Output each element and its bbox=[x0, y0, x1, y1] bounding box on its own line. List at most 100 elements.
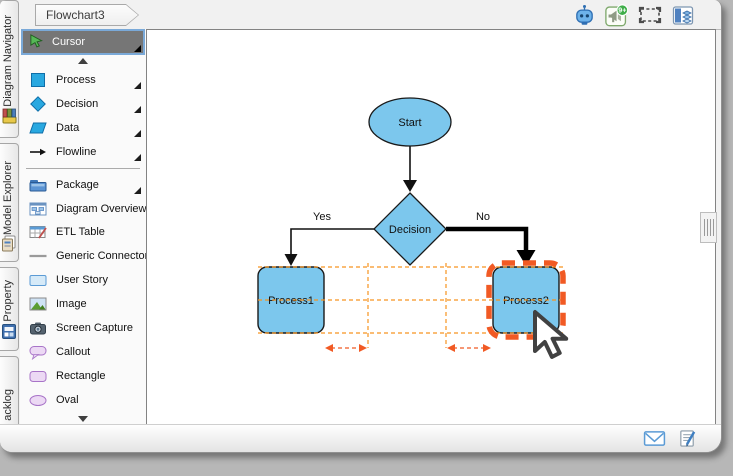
cursor-icon bbox=[29, 33, 44, 51]
node-decision-label: Decision bbox=[389, 224, 431, 236]
palette-item-user-story[interactable]: User Story bbox=[20, 268, 146, 292]
palette-scroll-down[interactable] bbox=[20, 412, 146, 425]
tab-property[interactable]: Property bbox=[0, 267, 19, 351]
palette-item-image[interactable]: Image bbox=[20, 292, 146, 316]
shape-palette: Cursor Process Decision bbox=[20, 29, 149, 425]
palette-item-oval[interactable]: Oval bbox=[20, 388, 146, 412]
app-window: Flowchart3 bbox=[0, 0, 722, 453]
palette-item-label: Diagram Overview bbox=[56, 202, 147, 215]
panel-layout-icon[interactable] bbox=[671, 3, 695, 27]
palette-item-generic-connector[interactable]: Generic Connector bbox=[20, 244, 149, 268]
tab-diagram-navigator-label: Diagram Navigator bbox=[2, 15, 14, 107]
mouse-cursor-icon bbox=[533, 310, 569, 359]
edge-label-yes[interactable]: Yes bbox=[313, 211, 331, 223]
data-icon bbox=[28, 120, 47, 136]
palette-item-label: ETL Table bbox=[56, 226, 105, 239]
top-bar: Flowchart3 bbox=[20, 0, 721, 30]
package-icon bbox=[28, 177, 47, 193]
node-decision[interactable]: Decision bbox=[373, 192, 447, 266]
books-icon bbox=[1, 105, 17, 134]
palette-item-label: Oval bbox=[56, 394, 79, 407]
flyout-indicator[interactable] bbox=[134, 105, 141, 113]
selection-marquee-icon[interactable] bbox=[638, 3, 662, 27]
flowchart-svg: Yes No Start Decision Pr bbox=[257, 97, 569, 359]
tab-backlog-label: acklog bbox=[2, 389, 14, 421]
explorer-icon bbox=[1, 233, 17, 258]
palette-item-label: Package bbox=[56, 178, 99, 191]
node-start-label: Start bbox=[398, 117, 421, 129]
palette-item-decision[interactable]: Decision bbox=[20, 92, 146, 116]
flyout-indicator[interactable] bbox=[134, 186, 141, 194]
etl-table-icon bbox=[28, 224, 47, 240]
palette-item-label: Generic Connector bbox=[56, 250, 149, 263]
edge-label-no[interactable]: No bbox=[476, 211, 490, 223]
palette-item-label: Image bbox=[56, 298, 87, 311]
palette-item-data[interactable]: Data bbox=[20, 116, 146, 140]
selection-marquee-icon-svg bbox=[638, 6, 662, 24]
flyout-indicator[interactable] bbox=[134, 153, 141, 161]
edge-decision-process2[interactable]: No bbox=[446, 211, 536, 266]
palette-item-callout[interactable]: Callout bbox=[20, 340, 146, 364]
palette-item-label: Flowline bbox=[56, 145, 97, 158]
palette-separator bbox=[20, 164, 146, 173]
node-process1-label: Process1 bbox=[268, 295, 314, 307]
user-story-icon bbox=[28, 272, 47, 288]
palette-item-diagram-overview[interactable]: Diagram Overview bbox=[20, 197, 146, 221]
palette-item-label: Process bbox=[56, 73, 96, 86]
scroll-up-icon bbox=[78, 58, 88, 65]
callout-icon bbox=[28, 344, 47, 360]
edge-start-decision[interactable] bbox=[403, 146, 417, 192]
palette-item-label: Data bbox=[56, 121, 80, 134]
decision-icon bbox=[28, 95, 47, 112]
palette-item-flowline[interactable]: Flowline bbox=[20, 140, 146, 164]
process-icon bbox=[28, 72, 47, 88]
announcement-icon[interactable]: 9+ bbox=[605, 3, 629, 27]
generic-connector-icon bbox=[28, 248, 47, 264]
node-start[interactable]: Start bbox=[368, 97, 452, 147]
palette-item-cursor[interactable]: Cursor bbox=[21, 29, 145, 55]
palette-scroll-up[interactable] bbox=[20, 55, 146, 68]
palette-item-label: Rectangle bbox=[56, 370, 106, 383]
oval-icon bbox=[28, 392, 47, 408]
palette-item-package[interactable]: Package bbox=[20, 173, 146, 197]
side-tab-strip: Diagram Navigator Model Explorer bbox=[0, 0, 20, 434]
flyout-indicator[interactable] bbox=[134, 129, 141, 137]
tab-diagram-navigator[interactable]: Diagram Navigator bbox=[0, 0, 19, 138]
panel-layout-icon-svg bbox=[672, 5, 694, 25]
announcement-icon-svg: 9+ bbox=[605, 3, 629, 26]
palette-item-label: User Story bbox=[56, 274, 108, 287]
spacing-arrows bbox=[325, 344, 491, 352]
edge-decision-process1[interactable]: Yes bbox=[284, 211, 375, 266]
note-edit-icon[interactable] bbox=[678, 429, 697, 452]
palette-item-rectangle[interactable]: Rectangle bbox=[20, 364, 146, 388]
node-process2-label: Process2 bbox=[503, 295, 549, 307]
flowline-icon bbox=[28, 144, 47, 160]
palette-item-process[interactable]: Process bbox=[20, 68, 146, 92]
alignment-guides bbox=[258, 263, 564, 348]
rectangle-icon bbox=[28, 368, 47, 384]
diagram-canvas[interactable]: Yes No Start Decision Pr bbox=[146, 29, 716, 426]
panel-collapse-grip[interactable] bbox=[700, 212, 717, 243]
tab-backlog[interactable]: acklog bbox=[0, 356, 19, 434]
top-bar-icons: 9+ bbox=[572, 3, 695, 27]
tab-model-explorer[interactable]: Model Explorer bbox=[0, 143, 19, 262]
palette-item-screen-capture[interactable]: Screen Capture bbox=[20, 316, 146, 340]
palette-item-label: Callout bbox=[56, 346, 91, 359]
diagram-tab[interactable]: Flowchart3 bbox=[35, 4, 139, 26]
image-icon bbox=[28, 296, 47, 312]
palette-item-label: Screen Capture bbox=[56, 322, 134, 335]
bot-icon[interactable] bbox=[572, 3, 596, 27]
status-bar bbox=[0, 424, 721, 452]
scroll-down-icon bbox=[78, 415, 88, 422]
flyout-indicator[interactable] bbox=[134, 81, 141, 89]
process2-drag-highlight bbox=[486, 260, 566, 340]
diagram-overview-icon bbox=[28, 201, 47, 217]
palette-item-cursor-label: Cursor bbox=[52, 35, 86, 48]
palette-item-etl-table[interactable]: ETL Table bbox=[20, 221, 146, 245]
property-grid-icon bbox=[1, 322, 17, 347]
screen-capture-icon bbox=[28, 320, 47, 336]
envelope-icon[interactable] bbox=[643, 430, 666, 452]
cursor-flyout-indicator[interactable] bbox=[134, 44, 141, 52]
tab-property-label: Property bbox=[2, 280, 14, 322]
